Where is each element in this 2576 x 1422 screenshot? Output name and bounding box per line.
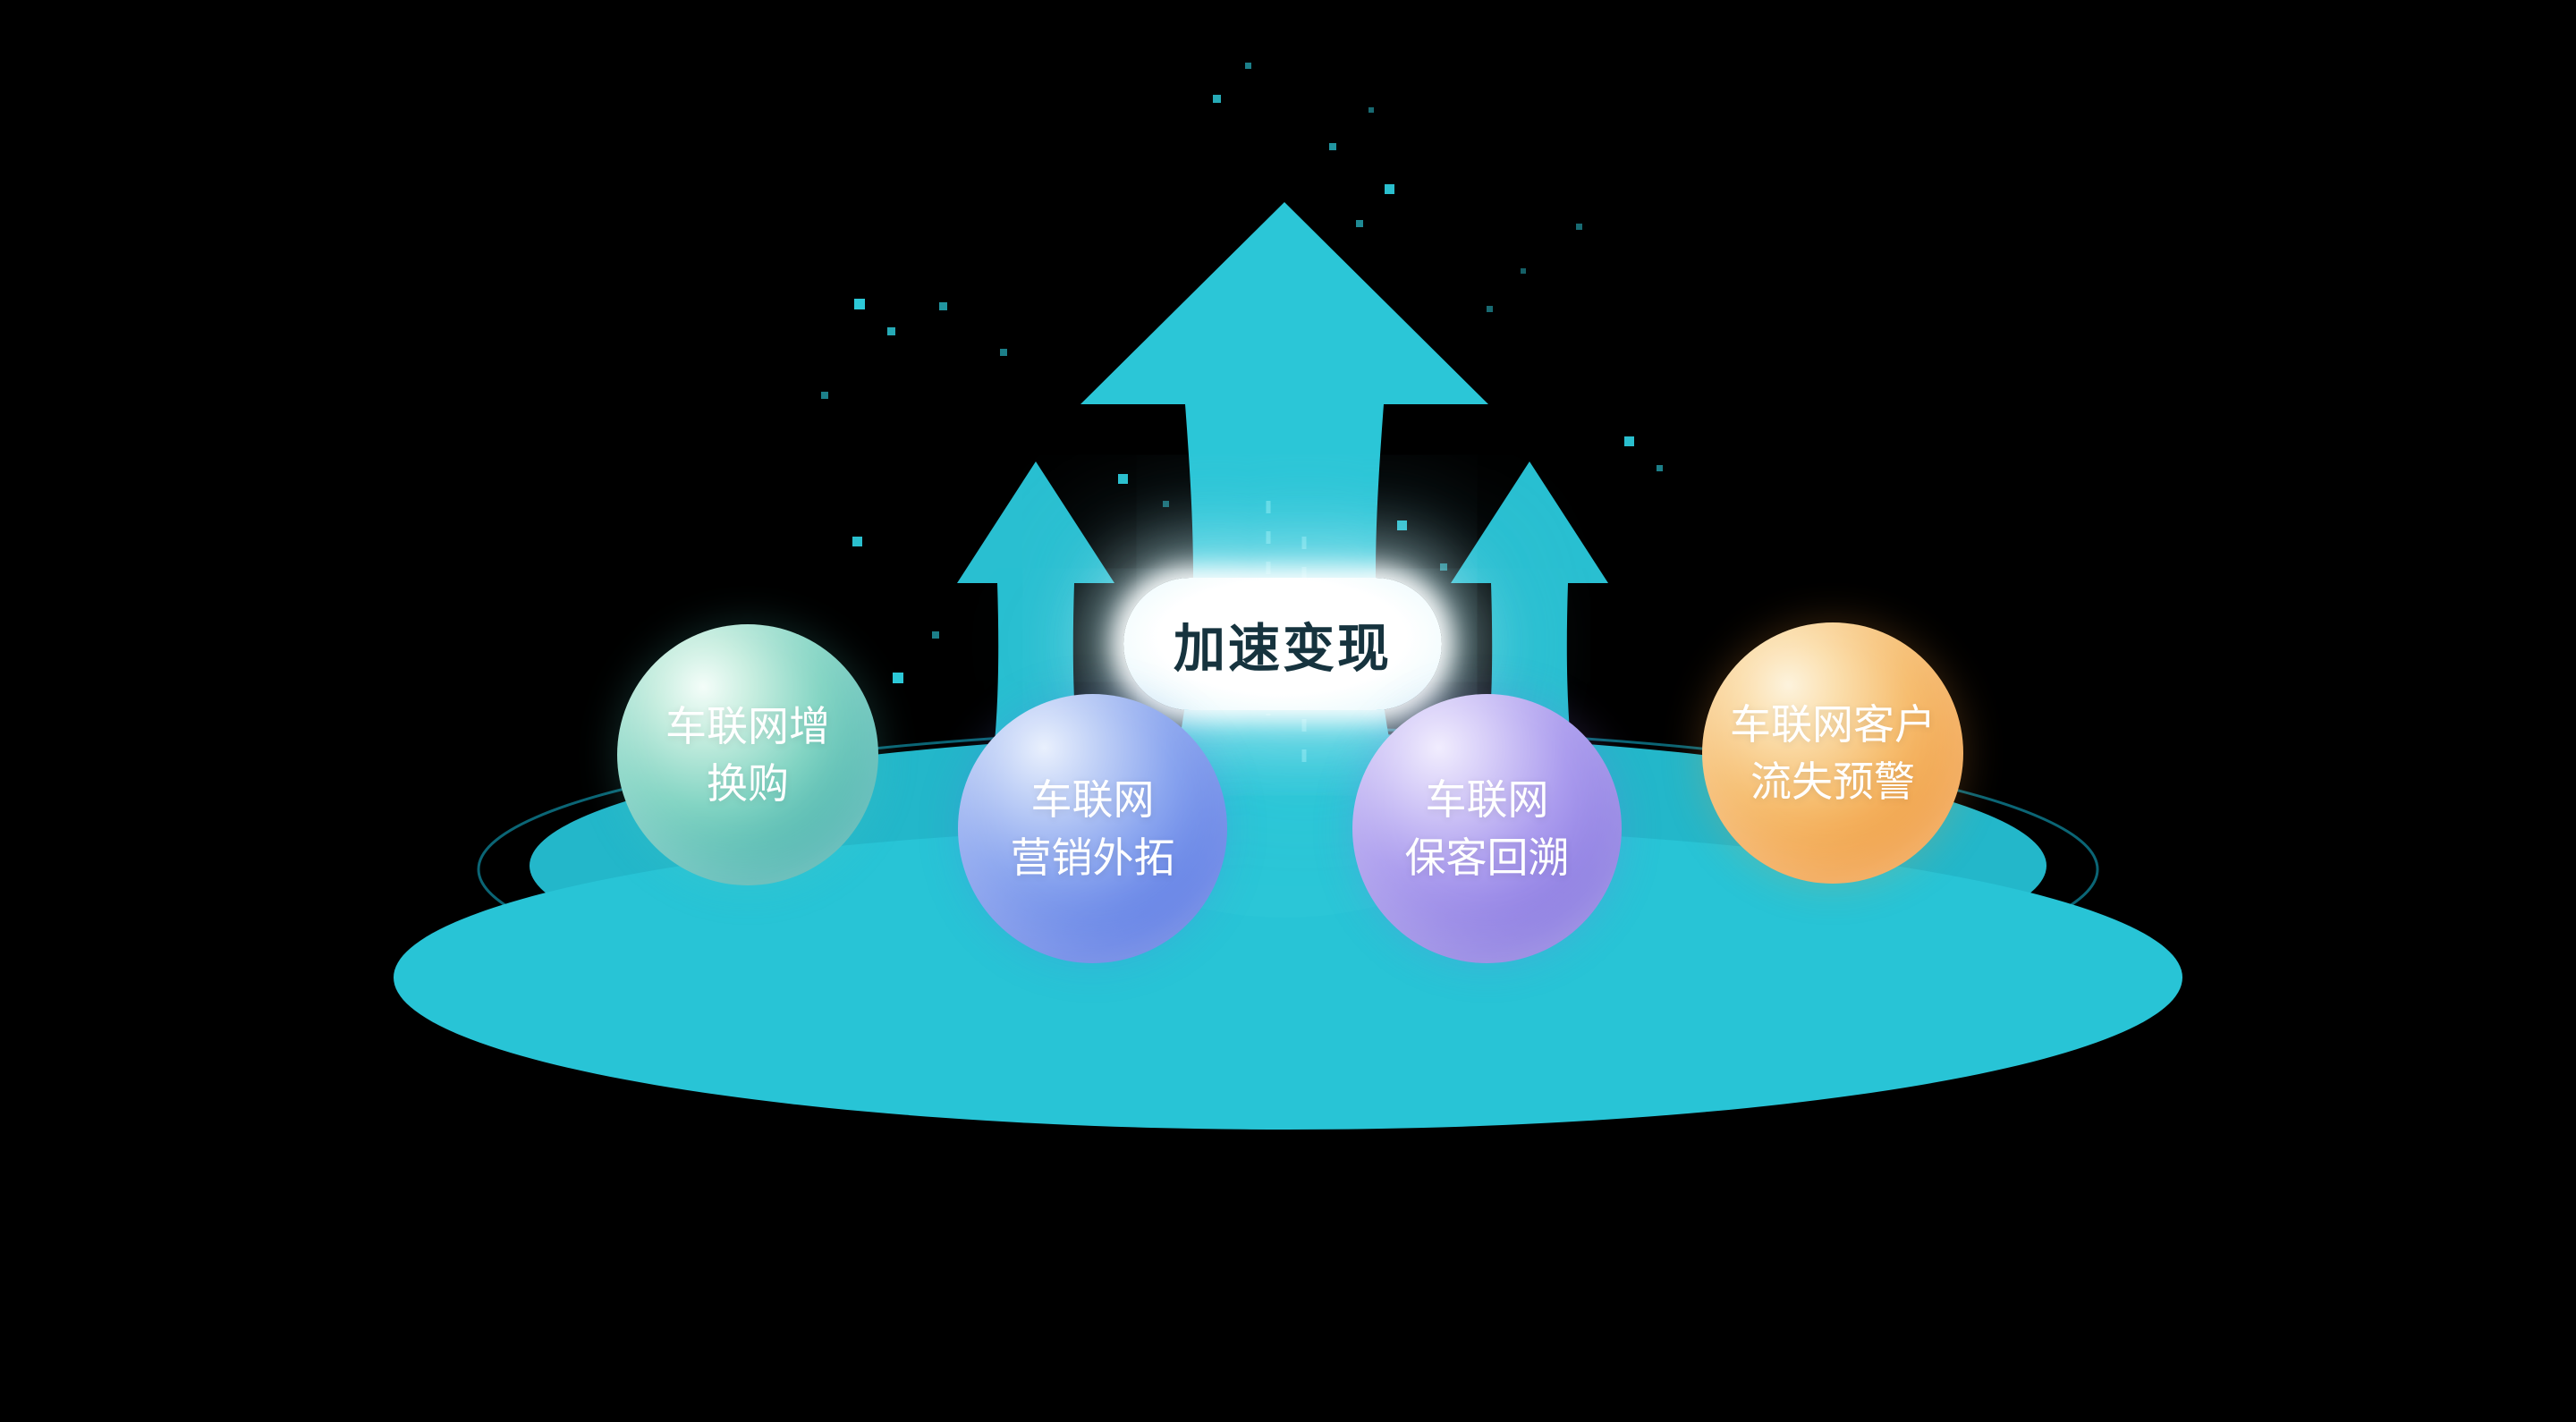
center-label-text: 加速变现 bbox=[1173, 618, 1392, 679]
sphere-text-line2: 流失预警 bbox=[1750, 758, 1915, 806]
sphere-text-line2: 营销外拓 bbox=[1010, 833, 1175, 882]
sphere-text-line1: 车联网增 bbox=[665, 701, 830, 750]
sphere-cvn-marketing-expansion: 车联网 营销外拓 bbox=[958, 694, 1227, 963]
sphere-text-line1: 车联网 bbox=[1425, 775, 1549, 825]
platform-base-ellipse bbox=[394, 825, 2182, 1130]
sphere-text-line1: 车联网 bbox=[1030, 775, 1155, 825]
sphere-text-line2: 保客回溯 bbox=[1404, 833, 1570, 882]
sphere-cvn-churn-warning: 车联网客户 流失预警 bbox=[1702, 622, 1963, 884]
arrow-dash-marks bbox=[1266, 501, 1307, 771]
sphere-text-line2: 换购 bbox=[707, 759, 789, 808]
center-label: 加速变现 bbox=[1123, 578, 1442, 710]
sphere-cvn-trade-in: 车联网增 换购 bbox=[617, 624, 878, 885]
sphere-cvn-customer-retention: 车联网 保客回溯 bbox=[1352, 694, 1622, 963]
sphere-text-line1: 车联网客户 bbox=[1730, 699, 1936, 749]
